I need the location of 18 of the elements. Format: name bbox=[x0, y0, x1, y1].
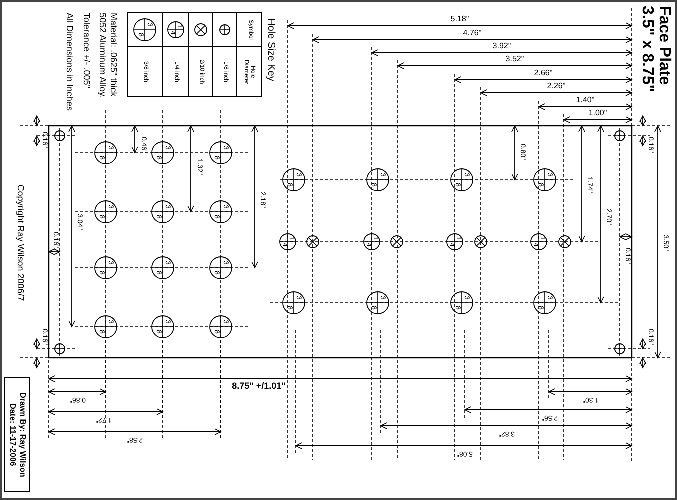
dimension-label: 3.92" bbox=[492, 42, 512, 52]
note-text: All Dimensions in Inches bbox=[64, 13, 74, 112]
dimension-label: 1.00" bbox=[588, 110, 608, 118]
dimension-label: 4.76" bbox=[463, 30, 482, 38]
copyright-text: Copyright Ray Wilson 2006/7 bbox=[15, 184, 25, 302]
dimension-label: 2.26" bbox=[547, 82, 566, 92]
table-title: Hole Size Key bbox=[266, 18, 276, 82]
drawn-by-text: Drawn By: Ray Wilson bbox=[18, 392, 26, 478]
date-text: Date: 11-17-2006 bbox=[8, 404, 16, 466]
dimension-label: 5.18" bbox=[450, 16, 470, 24]
dimension-label: 2.66" bbox=[534, 70, 553, 78]
drawing-title: Face Plate 3.5" x 8.75" bbox=[638, 6, 672, 94]
note-text: Material: .0625" thick bbox=[108, 13, 118, 97]
dimension-label: 1.40" bbox=[576, 96, 595, 106]
dimension-label: 3.52" bbox=[506, 56, 524, 64]
overall-dimension-label: 8.75" +/1.01" bbox=[232, 382, 286, 392]
note-text: 5052 Aluminum Alloy. bbox=[97, 13, 107, 98]
note-text: Tolerance +/- .005" bbox=[81, 13, 91, 88]
